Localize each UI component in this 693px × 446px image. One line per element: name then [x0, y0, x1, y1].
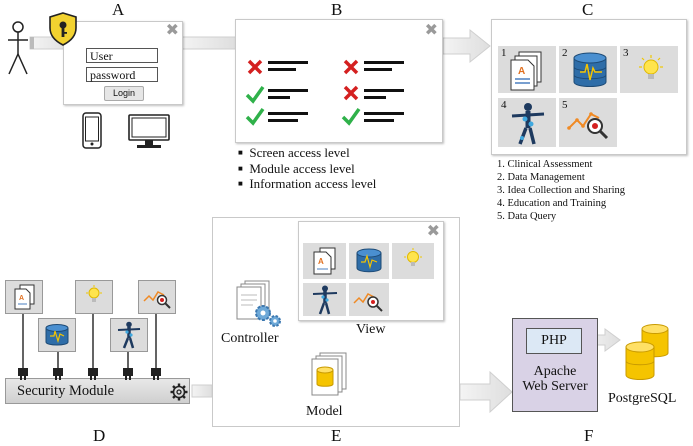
login-button[interactable]: Login [104, 86, 144, 101]
controller-label: Controller [221, 331, 279, 346]
access-rights-window: ✖ [235, 19, 443, 143]
svg-text:A: A [318, 257, 324, 266]
apache-label: Apache Web Server [513, 364, 597, 394]
list-item: 2. Data Management [497, 172, 585, 183]
access-checklist [245, 59, 404, 126]
access-level-label: Screen access level [249, 145, 350, 160]
module-number: 1 [501, 47, 507, 59]
module-number: 2 [562, 47, 568, 59]
apache-label-line: Apache [533, 364, 577, 379]
plugin-data-management [38, 318, 76, 352]
security-module-label: Security Module [17, 383, 115, 399]
arrow-b-to-c [442, 28, 491, 64]
check-icon [245, 85, 265, 104]
view-tile-data-query [349, 283, 389, 316]
plugin-data-query [138, 280, 176, 314]
model-label: Model [306, 404, 343, 419]
password-input[interactable]: password [86, 67, 158, 82]
access-level-label: Module access level [249, 160, 355, 176]
security-module-bar: Security Module [5, 378, 190, 404]
view-label: View [356, 322, 386, 337]
php-box: PHP [526, 328, 582, 354]
panel-label-e: E [331, 426, 342, 445]
login-window: ✖ User password Login [63, 20, 183, 105]
chart-search-icon [567, 112, 609, 140]
close-icon[interactable]: ✖ [424, 20, 438, 39]
check-icon [245, 107, 265, 126]
arrow-d-to-e [191, 384, 213, 398]
shield-lock-icon [49, 12, 77, 46]
list-item: ■ Information access level [238, 176, 377, 191]
plugin-clinical: A [5, 280, 43, 314]
documents-icon: A [313, 247, 336, 275]
cross-icon [247, 59, 263, 75]
postgresql-label: PostgreSQL [608, 391, 677, 406]
lightbulb-icon [404, 248, 422, 266]
lightbulb-icon [639, 55, 663, 79]
arrow-a-to-b [179, 36, 237, 50]
module-tile-data-management[interactable]: 2 [559, 46, 617, 93]
module-number: 5 [562, 99, 568, 111]
model-icon [311, 352, 347, 396]
access-level-list: ■ Screen access level ■ Module access le… [238, 145, 376, 192]
panel-label-d: D [93, 426, 106, 445]
gear-icon [170, 383, 188, 401]
body-figure-icon [312, 285, 338, 315]
module-tile-education[interactable]: 4 [498, 98, 556, 147]
panel-label-b: B [331, 0, 343, 19]
panel-label-c: C [582, 0, 594, 19]
panel-label-a: A [112, 0, 125, 19]
database-icon [573, 52, 607, 87]
list-item: 3. Idea Collection and Sharing [497, 185, 626, 196]
apache-server-box: PHP Apache Web Server [512, 318, 598, 412]
database-icon [45, 324, 69, 346]
module-list: 1. Clinical Assessment 2. Data Managemen… [497, 158, 625, 223]
list-item: 1. Clinical Assessment [497, 159, 593, 170]
list-item: ■ Module access level [238, 160, 355, 176]
smartphone-icon [82, 112, 102, 149]
check-icon [341, 107, 361, 126]
documents-icon: A [14, 284, 35, 310]
module-tile-clinical[interactable]: 1 A [498, 46, 556, 93]
list-item: ■ Screen access level [238, 145, 350, 160]
postgresql-database-icon [625, 324, 669, 380]
user-input[interactable]: User [86, 48, 158, 63]
module-plugins [18, 310, 161, 380]
view-tile-education [303, 283, 346, 316]
view-tile-data-management [349, 243, 389, 279]
apache-label-line: Web Server [522, 379, 588, 394]
plugin-idea-sharing [75, 280, 113, 314]
module-tile-data-query[interactable]: 5 [559, 98, 617, 147]
module-number: 3 [623, 47, 629, 59]
chart-search-icon [143, 291, 171, 309]
close-icon[interactable]: ✖ [165, 20, 179, 39]
arrow-e-to-f [459, 370, 513, 414]
desktop-monitor-icon [128, 114, 170, 148]
plugin-education [110, 318, 148, 352]
body-figure-icon [511, 103, 545, 145]
cross-icon [343, 85, 359, 101]
body-figure-icon [117, 321, 141, 349]
access-level-label: Information access level [249, 176, 377, 191]
user-figure-icon [8, 21, 28, 75]
svg-text:A: A [518, 66, 525, 77]
view-tile-clinical: A [303, 243, 346, 279]
list-item: 4. Education and Training [497, 198, 607, 209]
module-tile-idea-sharing[interactable]: 3 [620, 46, 678, 93]
view-tile-idea-sharing [392, 243, 434, 279]
list-item: 5. Data Query [497, 211, 557, 222]
documents-icon: A [510, 51, 542, 91]
module-number: 4 [501, 99, 507, 111]
close-icon[interactable]: ✖ [426, 221, 440, 240]
database-icon [356, 248, 382, 273]
cross-icon [343, 59, 359, 75]
controller-icon [236, 280, 281, 327]
svg-text:A: A [19, 295, 24, 302]
chart-search-icon [353, 293, 383, 312]
lightbulb-icon [86, 285, 102, 302]
panel-label-f: F [584, 426, 594, 445]
